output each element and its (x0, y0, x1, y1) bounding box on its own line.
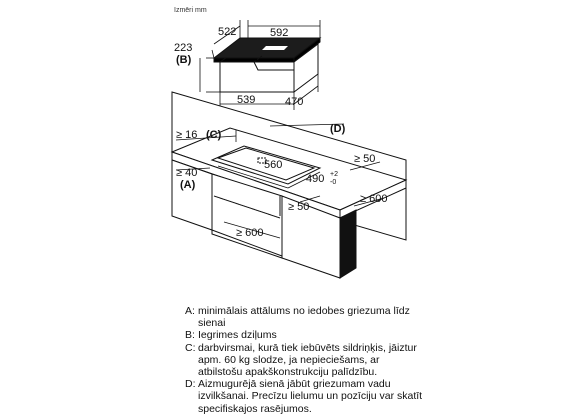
ref-d: (D) (330, 123, 346, 135)
dim-inside-clearance: ≥ 50 (288, 201, 309, 213)
dim-inner-width: ≥ 600 (236, 227, 263, 239)
dim-592: 592 (270, 27, 288, 39)
legend-key: B: (185, 329, 195, 342)
extractor-slot (262, 46, 288, 50)
legend-text: Iegrimes dziļums (198, 329, 277, 342)
dim-490: 490 (306, 173, 324, 185)
legend-text: minimālais attālums no iedobes griezuma … (198, 305, 410, 330)
ref-a: (A) (180, 179, 196, 191)
legend: A: minimālais attālums no iedobes griezu… (185, 305, 425, 415)
legend-key: A: (185, 305, 195, 317)
ref-b: (B) (176, 54, 192, 66)
hob-unit (212, 36, 322, 93)
dim-522: 522 (218, 26, 236, 38)
legend-text: Aizmugurējā sienā jābūt griezumam vadu i… (198, 378, 423, 415)
hob-dimensions (199, 20, 321, 110)
legend-item-b: B: Iegrimes dziļums (185, 329, 425, 341)
installation-dimensions (175, 123, 385, 239)
dim-539: 539 (237, 94, 255, 106)
units-label: Izmēri mm (174, 7, 207, 14)
tol-plus: +2 (330, 171, 338, 178)
legend-item-a: A: minimālais attālums no iedobes griezu… (185, 305, 425, 329)
legend-text: darbvirsmai, kurā tiek iebūvēts sildriņķ… (198, 341, 417, 379)
worktop-cutout (210, 145, 322, 185)
dim-470: 470 (285, 96, 303, 108)
dim-right-clearance: ≥ 50 (354, 153, 375, 165)
tol-minus: -0 (330, 179, 336, 186)
dim-560: 560 (264, 159, 282, 171)
legend-key: D: (185, 378, 196, 391)
dim-cabinet-depth: ≥ 600 (360, 193, 387, 205)
cabinet (171, 159, 357, 279)
hob-body (219, 61, 295, 93)
legend-item-d: D: Aizmugurējā sienā jābūt griezumam vad… (185, 378, 425, 415)
legend-item-c: C: darbvirsmai, kurā tiek iebūvēts sildr… (185, 342, 425, 379)
dim-223: 223 (174, 42, 192, 54)
dim-front-ref: ≥ 40 (176, 167, 197, 179)
ref-c: (C) (206, 129, 222, 141)
installation-diagram: 522 592 223 (B) 539 470 (170, 20, 408, 279)
dim-wall-distance: ≥ 16 (176, 129, 197, 141)
legend-key: C: (185, 341, 196, 354)
